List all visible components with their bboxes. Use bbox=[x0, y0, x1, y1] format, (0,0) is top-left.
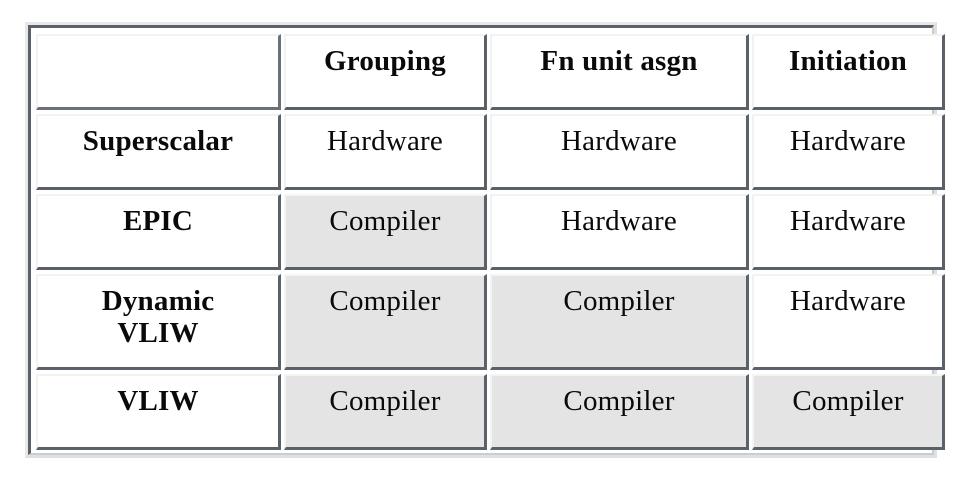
row-header-epic-label: EPIC bbox=[122, 205, 194, 237]
data-cell-superscalar-initiation: Hardware bbox=[752, 114, 945, 190]
corner-cell bbox=[36, 34, 281, 110]
column-header-fn-unit-asgn-label: Fn unit asgn bbox=[540, 45, 698, 77]
table-outer-frame: Grouping Fn unit asgn Initiation bbox=[25, 22, 945, 458]
header-cell-corner bbox=[36, 34, 281, 110]
table-row: Dynamic VLIW Compiler Compiler bbox=[36, 274, 945, 370]
row-header-vliw-label: VLIW bbox=[117, 385, 199, 417]
data-cell-epic-grouping: Compiler bbox=[284, 194, 487, 270]
data-cell-vliw-fn-unit-asgn: Compiler bbox=[490, 374, 749, 450]
value-superscalar-initiation: Hardware bbox=[752, 114, 945, 190]
row-header-cell-vliw: VLIW bbox=[36, 374, 281, 450]
row-header-dynamic-vliw-label: Dynamic VLIW bbox=[44, 285, 272, 350]
value-dynamic-vliw-initiation-label: Hardware bbox=[790, 285, 906, 317]
value-superscalar-initiation-label: Hardware bbox=[790, 125, 906, 157]
header-cell-fn-unit-asgn: Fn unit asgn bbox=[490, 34, 749, 110]
value-epic-initiation: Hardware bbox=[752, 194, 945, 270]
data-cell-vliw-initiation: Compiler bbox=[752, 374, 945, 450]
row-header-cell-superscalar: Superscalar bbox=[36, 114, 281, 190]
value-vliw-fn-unit-asgn-label: Compiler bbox=[563, 385, 675, 417]
value-epic-initiation-label: Hardware bbox=[790, 205, 906, 237]
value-superscalar-grouping-label: Hardware bbox=[327, 125, 443, 157]
table-row: Superscalar Hardware Hardware bbox=[36, 114, 945, 190]
data-cell-epic-fn-unit-asgn: Hardware bbox=[490, 194, 749, 270]
header-cell-initiation: Initiation bbox=[752, 34, 945, 110]
value-dynamic-vliw-fn-unit-asgn: Compiler bbox=[490, 274, 749, 370]
row-header-cell-epic: EPIC bbox=[36, 194, 281, 270]
data-cell-superscalar-grouping: Hardware bbox=[284, 114, 487, 190]
row-header-superscalar: Superscalar bbox=[36, 114, 281, 190]
data-cell-epic-initiation: Hardware bbox=[752, 194, 945, 270]
table-header-row: Grouping Fn unit asgn Initiation bbox=[36, 34, 945, 110]
column-header-grouping: Grouping bbox=[284, 34, 487, 110]
row-header-dynamic-vliw: Dynamic VLIW bbox=[36, 274, 281, 370]
value-epic-fn-unit-asgn: Hardware bbox=[490, 194, 749, 270]
value-vliw-grouping-label: Compiler bbox=[329, 385, 441, 417]
table-row: VLIW Compiler Compiler bbox=[36, 374, 945, 450]
data-cell-dynamic-vliw-fn-unit-asgn: Compiler bbox=[490, 274, 749, 370]
value-dynamic-vliw-fn-unit-asgn-label: Compiler bbox=[563, 285, 675, 317]
table-row: EPIC Compiler Hardware bbox=[36, 194, 945, 270]
value-vliw-initiation: Compiler bbox=[752, 374, 945, 450]
row-header-superscalar-label: Superscalar bbox=[82, 125, 234, 157]
table-inner-frame: Grouping Fn unit asgn Initiation bbox=[28, 25, 945, 455]
column-header-initiation: Initiation bbox=[752, 34, 945, 110]
value-epic-fn-unit-asgn-label: Hardware bbox=[561, 205, 677, 237]
row-header-dynamic-vliw-line1: Dynamic bbox=[101, 285, 215, 317]
value-vliw-fn-unit-asgn: Compiler bbox=[490, 374, 749, 450]
value-epic-grouping: Compiler bbox=[284, 194, 487, 270]
data-cell-dynamic-vliw-initiation: Hardware bbox=[752, 274, 945, 370]
value-vliw-initiation-label: Compiler bbox=[792, 385, 904, 417]
value-epic-grouping-label: Compiler bbox=[329, 205, 441, 237]
data-cell-dynamic-vliw-grouping: Compiler bbox=[284, 274, 487, 370]
header-cell-grouping: Grouping bbox=[284, 34, 487, 110]
data-cell-superscalar-fn-unit-asgn: Hardware bbox=[490, 114, 749, 190]
value-superscalar-fn-unit-asgn: Hardware bbox=[490, 114, 749, 190]
column-header-grouping-label: Grouping bbox=[324, 45, 446, 77]
row-header-vliw: VLIW bbox=[36, 374, 281, 450]
row-header-dynamic-vliw-line2: VLIW bbox=[117, 317, 199, 350]
value-superscalar-grouping: Hardware bbox=[284, 114, 487, 190]
value-dynamic-vliw-initiation: Hardware bbox=[752, 274, 945, 370]
row-header-epic: EPIC bbox=[36, 194, 281, 270]
comparison-table: Grouping Fn unit asgn Initiation bbox=[33, 30, 948, 454]
value-superscalar-fn-unit-asgn-label: Hardware bbox=[561, 125, 677, 157]
value-vliw-grouping: Compiler bbox=[284, 374, 487, 450]
column-header-initiation-label: Initiation bbox=[788, 45, 908, 77]
value-dynamic-vliw-grouping: Compiler bbox=[284, 274, 487, 370]
data-cell-vliw-grouping: Compiler bbox=[284, 374, 487, 450]
row-header-cell-dynamic-vliw: Dynamic VLIW bbox=[36, 274, 281, 370]
column-header-fn-unit-asgn: Fn unit asgn bbox=[490, 34, 749, 110]
value-dynamic-vliw-grouping-label: Compiler bbox=[329, 285, 441, 317]
